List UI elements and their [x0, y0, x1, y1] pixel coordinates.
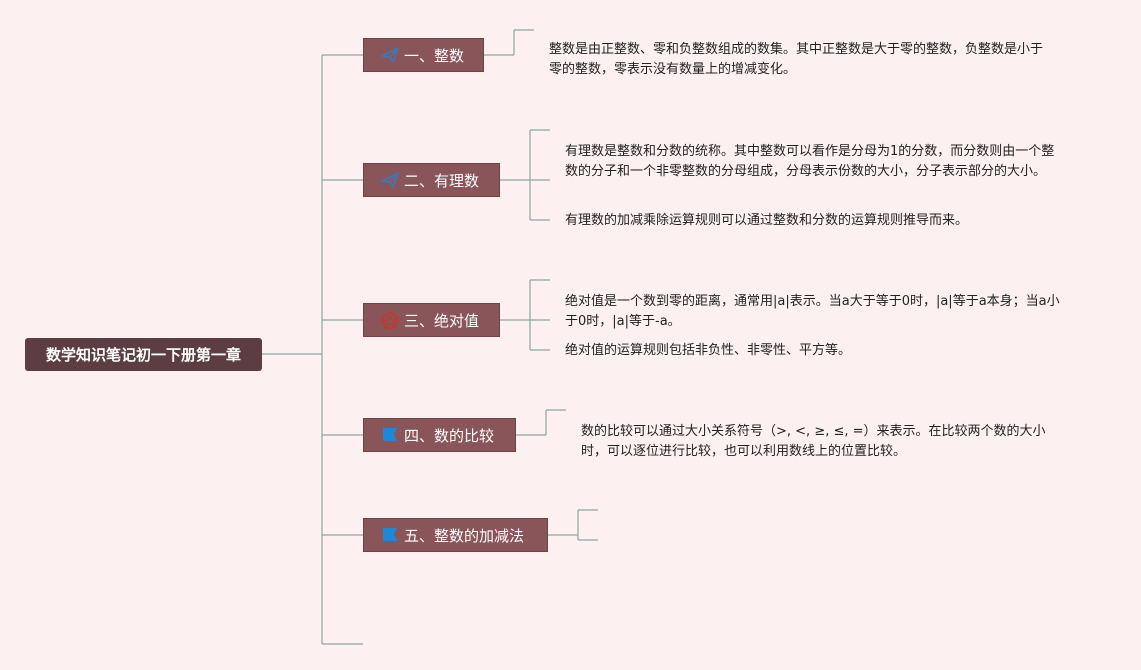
- paper-plane-icon: [380, 170, 400, 190]
- note-comparison: 数的比较可以通过大小关系符号（>, <, ≥, ≤, =）来表示。在比较两个数的…: [581, 424, 1046, 459]
- blue-flag-icon: [380, 425, 400, 445]
- topic-rational-numbers[interactable]: 二、有理数: [363, 163, 500, 197]
- root-topic[interactable]: 数学知识笔记初一下册第一章: [25, 338, 262, 371]
- topic-label: 五、整数的加减法: [404, 526, 525, 545]
- pentagon-star-icon: [380, 310, 400, 330]
- topic-label: 四、数的比较: [404, 426, 495, 445]
- note-integers-definition: 整数是由正整数、零和负整数组成的数集。其中正整数是大于零的整数，负整数是小于零的…: [549, 42, 1044, 77]
- root-topic-label: 数学知识笔记初一下册第一章: [45, 346, 241, 364]
- topic-label: 一、整数: [404, 46, 465, 65]
- note-absolute-definition: 绝对值是一个数到零的距离，通常用|a|表示。当a大于等于0时，|a|等于a本身；…: [565, 294, 1060, 329]
- note-absolute-rules: 绝对值的运算规则包括非负性、非零性、平方等。: [565, 343, 852, 358]
- topic-integer-addition-subtraction[interactable]: 五、整数的加减法: [363, 518, 548, 552]
- paper-plane-icon: [380, 45, 400, 65]
- blue-flag-icon: [380, 525, 400, 545]
- note-rational-operations: 有理数的加减乘除运算规则可以通过整数和分数的运算规则推导而来。: [565, 213, 969, 228]
- topic-absolute-value[interactable]: 三、绝对值: [363, 303, 500, 337]
- topic-label: 二、有理数: [404, 171, 480, 190]
- note-rational-definition: 有理数是整数和分数的统称。其中整数可以看作是分母为1的分数，而分数则由一个整数的…: [565, 144, 1055, 179]
- topic-integers[interactable]: 一、整数: [363, 38, 484, 72]
- topic-label: 三、绝对值: [404, 311, 480, 330]
- topic-number-comparison[interactable]: 四、数的比较: [363, 418, 516, 452]
